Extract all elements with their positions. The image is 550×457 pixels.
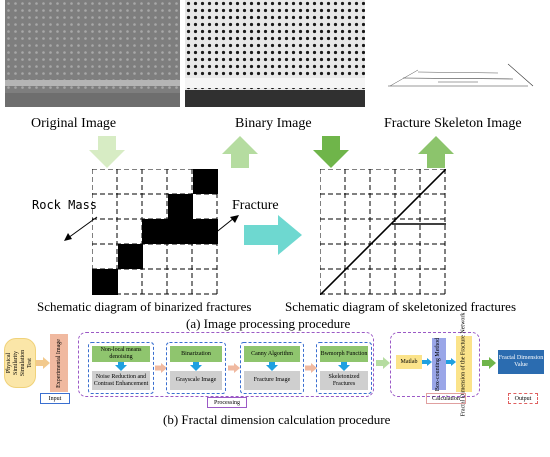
caption-b: (b) Fractal dimension calculation proced… (163, 412, 391, 427)
binarized-grid-lines (92, 169, 218, 295)
step4-top-box: Bwmorph Function (320, 346, 368, 362)
experimental-image-box: Experimental Image (50, 334, 68, 392)
step3-dash-frame (240, 342, 304, 394)
arrow-step3-to-step4 (305, 363, 317, 373)
fractal-value-box: Fractal Dimension Value (498, 350, 544, 374)
stage-processing-tag: Processing (207, 397, 247, 408)
fractal-network-box: Fractal Dimension of the Fracture Networ… (456, 312, 472, 416)
step3-bottom-box: Fracture Image (244, 371, 300, 390)
matlab-box: Matlab (396, 355, 422, 369)
arrow-boxcount-to-fractal (446, 358, 456, 366)
arrow-step1-to-step2 (155, 363, 167, 373)
arrow-step2-to-step3 (228, 363, 240, 373)
arrow-calculation-to-output (482, 357, 496, 369)
step1-down-arrow (115, 362, 127, 371)
arrow-processing-to-calculation (376, 357, 390, 369)
step4-down-arrow (338, 362, 350, 371)
box-counting-box: Box-counting Method (432, 337, 446, 391)
step3-bottom-label: Fracture Image (253, 377, 291, 383)
processing-container (78, 332, 374, 397)
box-counting-label: Box-counting Method (435, 337, 442, 391)
original-image-texture (5, 0, 180, 107)
rock-mass-label: Rock Mass (32, 198, 98, 212)
binarized-filled-cells (92, 169, 218, 295)
skeleton-image (368, 0, 546, 107)
experimental-image-label: Experimental Image (55, 338, 62, 388)
binary-image-texture (185, 0, 365, 107)
stage-calculation-tag: Calculation (426, 393, 466, 404)
arrow-down-skeleton (313, 136, 349, 168)
fracture-label: Fracture (232, 198, 279, 213)
step4-bottom-box: Skeletonized Fractures (320, 371, 368, 390)
arrow-down-original (89, 136, 125, 168)
calculation-container (390, 332, 480, 397)
arrow-physical-to-image (36, 357, 50, 369)
step3-top-label: Canny Algorithm (251, 350, 293, 357)
skeletonized-grid-lines (320, 169, 446, 295)
arrow-matlab-to-boxcount (422, 358, 432, 366)
step2-down-arrow (190, 362, 202, 371)
caption-a: (a) Image processing procedure (186, 316, 351, 331)
original-image-label: Original Image (31, 116, 117, 131)
fracture-pointer (213, 215, 239, 235)
rock-mass-pointer (64, 216, 98, 241)
step3-down-arrow (266, 362, 278, 371)
physical-test-label: Physical Similarity Simulation Test (6, 349, 33, 377)
skeletonized-caption: Schematic diagram of skeletonized fractu… (285, 299, 517, 314)
skeleton-fracture-lines (320, 169, 446, 295)
fractal-value-label: Fractal Dimension Value (498, 355, 544, 368)
binary-image (185, 0, 365, 107)
skeletonized-grid (320, 169, 446, 295)
step2-top-label: Binarization (181, 350, 211, 357)
teal-process-arrow (244, 215, 302, 255)
step1-top-label: Non-local means denoising (100, 347, 142, 360)
stage-input-tag: Input (40, 393, 70, 404)
physical-test-box: Physical Similarity Simulation Test (4, 338, 36, 388)
original-image (5, 0, 180, 107)
step1-top-box: Non-local means denoising (92, 346, 150, 362)
binary-image-label: Binary Image (235, 116, 312, 131)
arrow-up-binary (222, 136, 258, 168)
arrow-up-skeleton (418, 136, 454, 168)
step1-dash-frame (88, 342, 154, 394)
matlab-label: Matlab (400, 358, 418, 365)
binarized-caption: Schematic diagram of binarized fractures (37, 299, 252, 314)
step2-bottom-label: Grayscale Image (175, 377, 217, 383)
skeleton-image-label: Fracture Skeleton Image (384, 116, 522, 131)
stage-output-tag: Output (508, 393, 538, 404)
binarized-grid (92, 169, 218, 295)
step1-bottom-label: Noise Reduction and Contrast Enhancement (93, 373, 149, 387)
step2-bottom-box: Grayscale Image (170, 371, 222, 390)
step1-bottom-box: Noise Reduction and Contrast Enhancement (92, 371, 150, 390)
skeleton-image-lines (388, 63, 534, 87)
step4-bottom-label: Skeletonized Fractures (328, 373, 360, 387)
step4-dash-frame (316, 342, 372, 394)
step3-top-box: Canny Algorithm (244, 346, 300, 362)
step4-top-label: Bwmorph Function (320, 350, 368, 357)
step2-dash-frame (166, 342, 226, 394)
step2-top-box: Binarization (170, 346, 222, 362)
